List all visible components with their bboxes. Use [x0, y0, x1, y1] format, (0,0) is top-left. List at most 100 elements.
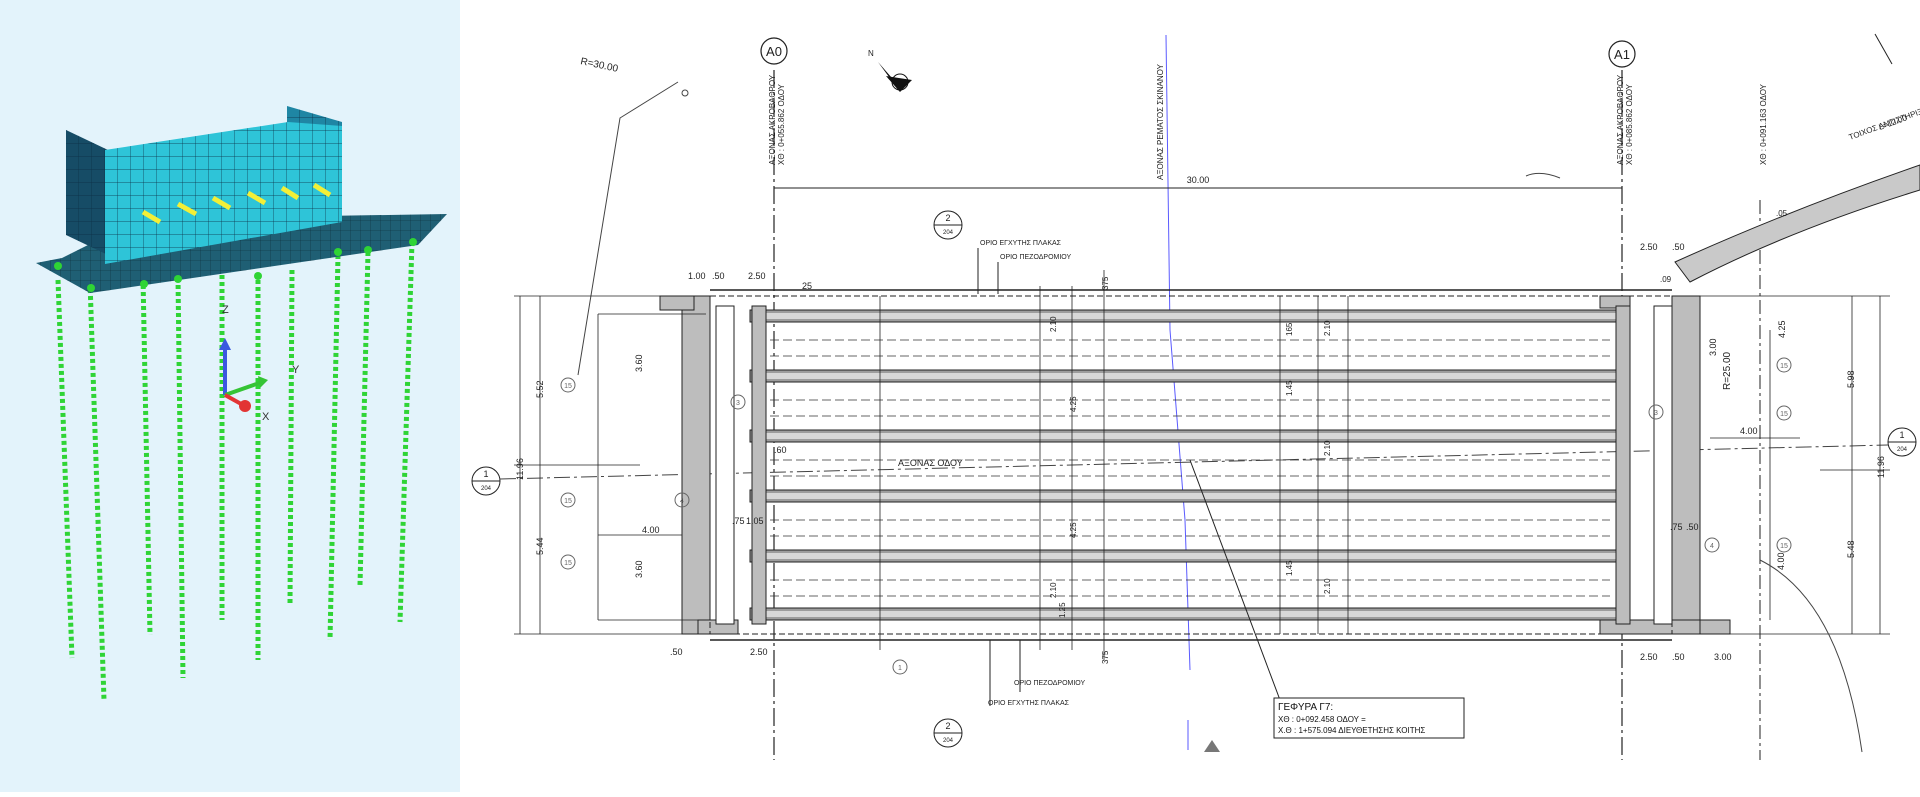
dim-left-360b: 3.60	[634, 560, 644, 578]
abutment-a0	[681, 295, 711, 635]
axis-y-label: Y	[292, 364, 300, 376]
plan-canvas: A0 A1 ΑΞΟΝΑΣ ΑΚΡΟΒΑΘΡΟΥ ΧΘ : 0+055.862 Ο…	[471, 33, 1920, 760]
radius-right-label: R=25.00	[1722, 351, 1733, 390]
dim-09: .09	[1660, 275, 1672, 284]
svg-text:N: N	[868, 49, 874, 58]
limit-sidewalk-bottom: ΟΡΙΟ ΠΕΖΟΔΡΟΜΙΟΥ	[1014, 680, 1086, 687]
girder	[749, 607, 1631, 621]
dim-145-b: 1.45	[1285, 560, 1294, 576]
anchor-group	[141, 182, 332, 225]
pile	[175, 277, 186, 679]
svg-text:3: 3	[1654, 410, 1658, 417]
dim-right-075: .75	[1670, 522, 1683, 532]
dim-210-b: 2.10	[1049, 582, 1058, 598]
girder	[749, 549, 1631, 563]
bridge-plan-drawing: A0 A1 ΑΞΟΝΑΣ ΑΚΡΟΒΑΘΡΟΥ ΧΘ : 0+055.862 Ο…	[460, 0, 1920, 792]
pile	[87, 281, 107, 701]
dim-right-050: .50	[1686, 522, 1699, 532]
dim-165-a: 165	[1285, 322, 1294, 336]
dim-210-c: 2.10	[1323, 320, 1332, 336]
stream-axis-line	[1165, 34, 1191, 671]
dim-bottom-right-050: .50	[1672, 652, 1685, 662]
road-axis-label: ΑΞΟΝΑΣ ΟΔΟΥ	[898, 458, 963, 468]
dim-145-a: 1.45	[1285, 380, 1294, 396]
svg-text:15: 15	[564, 498, 572, 505]
dim-right-upper: 5.98	[1846, 370, 1856, 388]
dim-right-lower: 5.48	[1846, 540, 1856, 558]
anchor	[211, 195, 232, 211]
girder	[749, 429, 1631, 443]
girder	[749, 489, 1631, 503]
svg-text:15: 15	[1780, 543, 1788, 550]
stream-axis-label: ΑΞΟΝΑΣ ΡΕΜΑΤΟΣ ΣΚΙΝΑΝΟΥ	[1156, 63, 1165, 180]
dim-top-250: 2.50	[748, 271, 766, 281]
a0-station: ΧΘ : 0+055.862 ΟΔΟΥ	[777, 83, 786, 165]
dim-top-050: .50	[712, 271, 725, 281]
svg-text:15: 15	[564, 560, 572, 567]
end-diaphragm-a1	[1615, 305, 1631, 625]
axis-z-label: Z	[222, 304, 229, 316]
section-marker-left: 1 204	[471, 466, 501, 496]
grid-bubble-a1	[1608, 40, 1636, 68]
callout-leader	[1189, 459, 1281, 701]
pile	[55, 279, 75, 659]
dim-top-25: 25	[802, 281, 812, 291]
bridge-station-road: ΧΘ : 0+092.458 ΟΔΟΥ =	[1278, 715, 1366, 724]
axis-triad: Z Y X	[219, 304, 300, 423]
svg-text:3: 3	[736, 400, 740, 407]
dim-top-right-250: 2.50	[1640, 242, 1658, 252]
pile-callouts-right: 15 15 15 4 3	[1648, 357, 1792, 553]
svg-text:15: 15	[564, 383, 572, 390]
section-marker-right: 1 204	[1887, 427, 1917, 457]
pile	[397, 241, 415, 623]
limit-slab-bottom: ΟΡΙΟ ΕΓΧΥΤΗΣ ΠΛΑΚΑΣ	[988, 700, 1070, 707]
fem-model-canvas: Z Y X	[36, 106, 447, 701]
dim-375-bottom: 375	[1101, 650, 1110, 664]
dim-top-right-050: .50	[1672, 242, 1685, 252]
radius-left-label: R=30.00	[579, 56, 619, 75]
fem-model-view: Z Y X	[0, 0, 460, 792]
dim-left-upper: 5.52	[535, 380, 545, 398]
dim-210-d: 2.10	[1323, 440, 1332, 456]
north-arrow: N	[868, 49, 912, 92]
girder	[749, 369, 1631, 383]
svg-text:204: 204	[943, 738, 954, 744]
anchor	[141, 209, 162, 225]
dim-425-a: 4.25	[1069, 396, 1078, 412]
dim-left-lower: 5.44	[535, 537, 545, 555]
grid-label-a0: A0	[766, 44, 782, 59]
dim-top-100: 1.00	[688, 271, 706, 281]
grid-bubble-a0	[760, 37, 788, 65]
a0-axis-label: ΑΞΟΝΑΣ ΑΚΡΟΒΑΘΡΟΥ	[768, 74, 777, 165]
dim-125: 1.25	[1058, 602, 1067, 618]
axis-x-label: X	[262, 411, 270, 423]
anchor	[280, 185, 300, 201]
svg-text:2: 2	[945, 213, 950, 223]
anchor	[312, 182, 332, 198]
bridge-title: ΓΕΦΥΡΑ Γ7:	[1278, 702, 1333, 713]
dim-210-e: 2.10	[1323, 578, 1332, 594]
limit-slab-top: ΟΡΙΟ ΕΓΧΥΤΗΣ ΠΛΑΚΑΣ	[980, 240, 1062, 247]
dim-left-400: 4.00	[642, 525, 660, 535]
svg-text:1: 1	[483, 469, 488, 479]
a1-axis-label: ΑΞΟΝΑΣ ΑΚΡΟΒΑΘΡΟΥ	[1616, 74, 1625, 165]
dim-right-400b: 4.00	[1776, 552, 1786, 570]
anchor	[176, 201, 198, 217]
pile	[140, 277, 153, 636]
limit-sidewalk-top: ΟΡΙΟ ΠΕΖΟΔΡΟΜΙΟΥ	[1000, 254, 1072, 261]
dim-375-top: 375	[1101, 276, 1110, 290]
pile	[357, 251, 371, 586]
dim-right-300: 3.00	[1708, 338, 1718, 356]
pile-callouts-left: 15 15 15 4 3 1	[560, 377, 908, 675]
dim-105: 1.05	[746, 516, 764, 526]
svg-text:4: 4	[1710, 543, 1714, 550]
dim-right-total: 11.96	[1876, 456, 1886, 478]
girder	[749, 309, 1631, 323]
bridge-station-stream: Χ.Θ : 1+575.094 ΔΙΕΥΘΕΤΗΣΗΣ ΚΟΙΤΗΣ	[1278, 726, 1425, 735]
a1-station: ΧΘ : 0+085.862 ΟΔΟΥ	[1625, 83, 1634, 165]
svg-text:1: 1	[1899, 430, 1904, 440]
anchor	[246, 190, 267, 206]
svg-text:204: 204	[481, 486, 492, 492]
dim-right-425: 4.25	[1777, 320, 1787, 338]
dim-bottom-right-300: 3.00	[1714, 652, 1732, 662]
